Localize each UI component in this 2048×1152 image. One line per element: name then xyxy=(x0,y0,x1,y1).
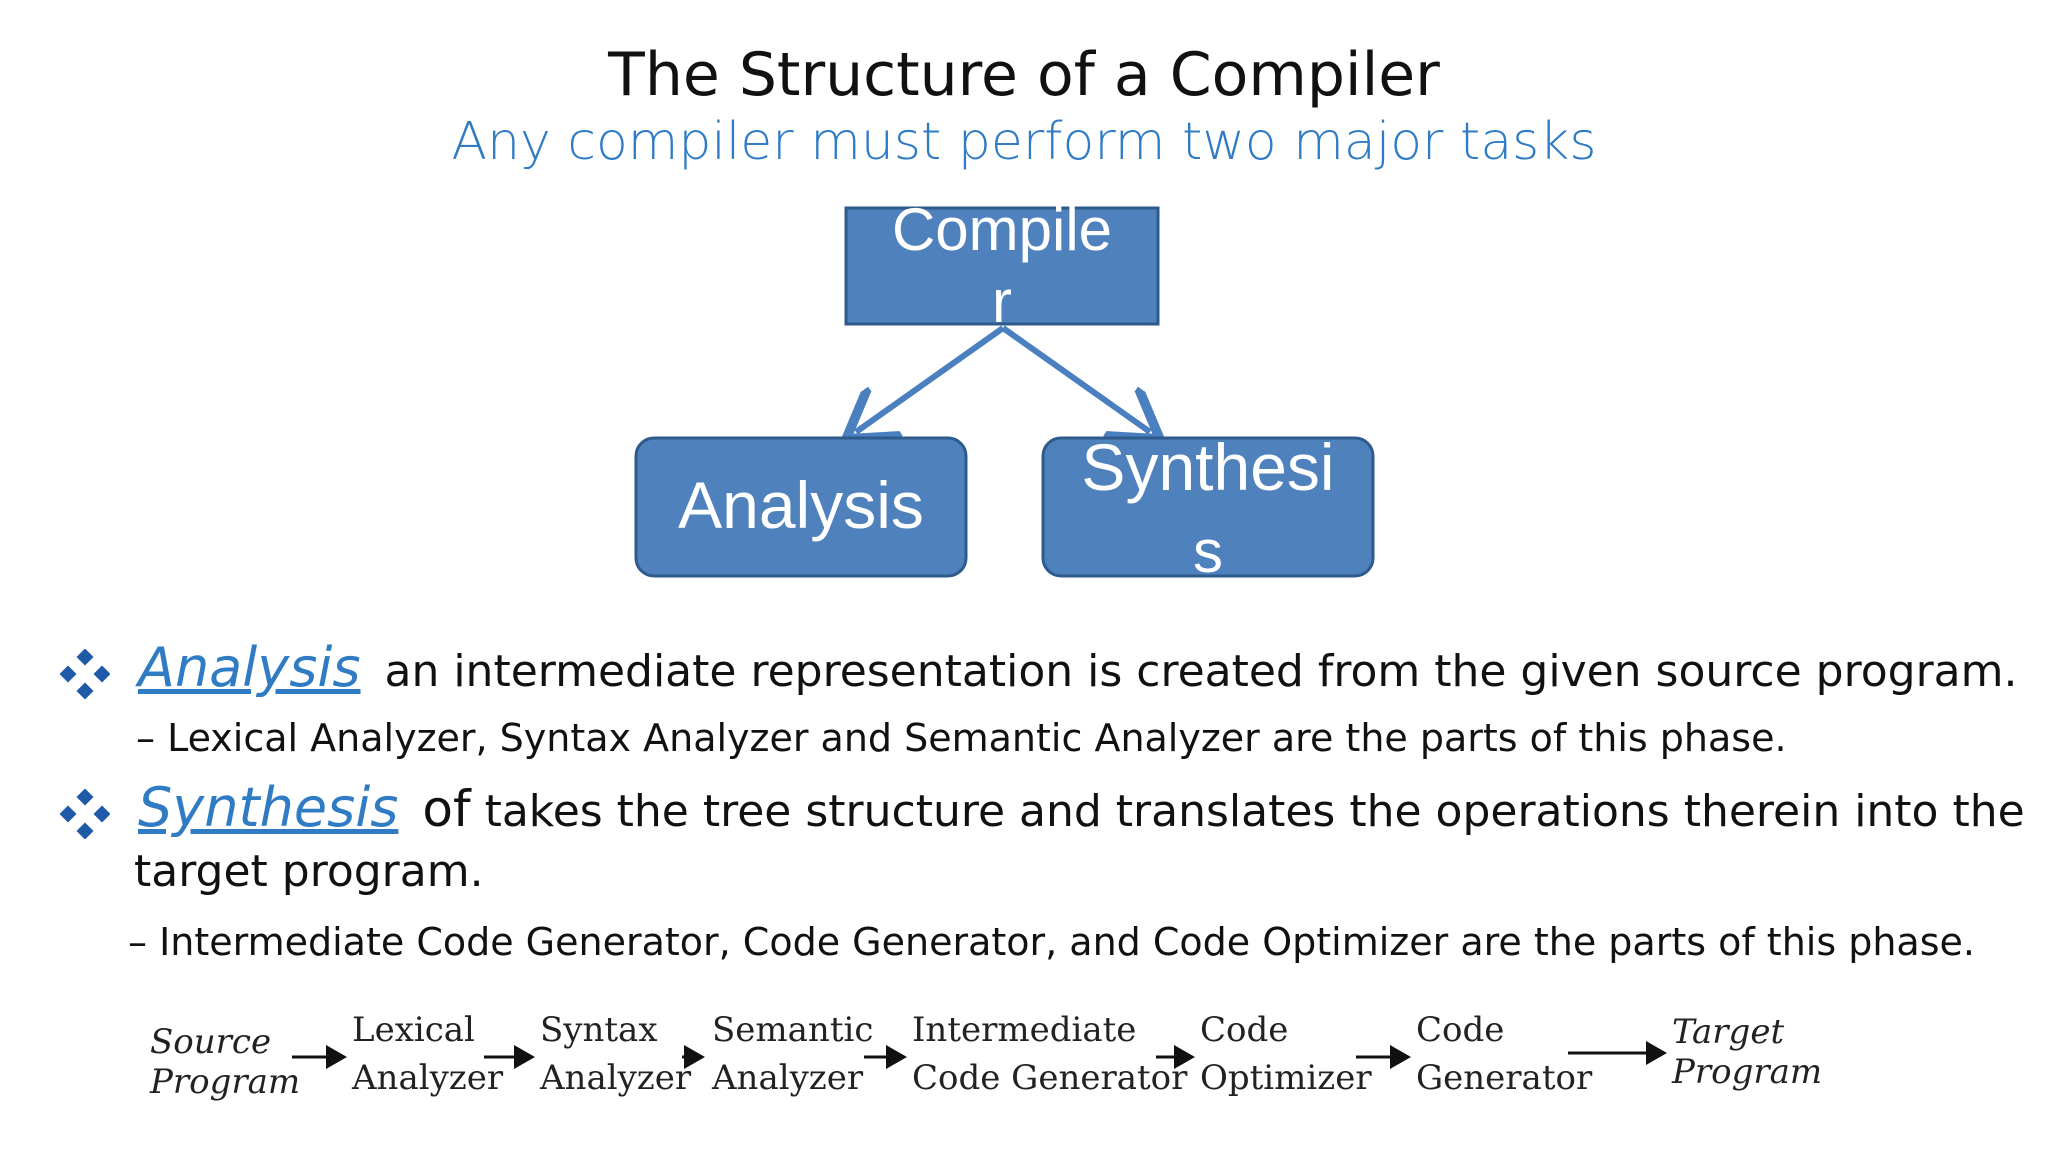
pipeline-stage-optimizer-2: Optimizer xyxy=(1200,1058,1372,1098)
synthesis-node-label-2: s xyxy=(1193,518,1223,585)
diamond-bullet-icon xyxy=(60,789,110,839)
analysis-description: an intermediate representation is create… xyxy=(384,646,2018,697)
pipeline-target-1: Target xyxy=(1672,1012,1784,1052)
synthesis-of: of xyxy=(422,780,471,838)
pipeline-stage-semantic-1: Semantic xyxy=(712,1010,873,1050)
compiler-node-label-1: Compile xyxy=(892,196,1112,263)
synthesis-description: takes the tree structure and translates … xyxy=(484,786,2025,837)
analysis-term: Analysis xyxy=(138,636,361,699)
synthesis-term: Synthesis xyxy=(138,776,399,839)
pipeline-stage-intermediate-1: Intermediate xyxy=(912,1010,1136,1050)
bullet-analysis: Analysis an intermediate representation i… xyxy=(60,636,2017,699)
pipeline-stage-semantic-2: Analyzer xyxy=(711,1058,864,1098)
synthesis-node-label-1: Synthesi xyxy=(1081,430,1334,504)
pipeline-stage-optimizer-1: Code xyxy=(1200,1010,1288,1050)
pipeline-source-1: Source xyxy=(150,1022,271,1062)
arrow-to-analysis xyxy=(856,325,1005,432)
analysis-node-label: Analysis xyxy=(678,468,924,542)
compiler-tree-diagram: Compile r Analysis Synthesi s xyxy=(634,196,1375,585)
compiler-node xyxy=(844,206,1160,326)
compiler-phase-pipeline: Source Program Lexical Analyzer Syntax A… xyxy=(149,1010,1822,1102)
pipeline-stage-intermediate-2: Code Generator xyxy=(912,1058,1188,1098)
synthesis-description-cont: target program. xyxy=(134,846,484,897)
analysis-node xyxy=(634,436,968,578)
pipeline-stage-lexical-1: Lexical xyxy=(352,1010,475,1050)
synthesis-node xyxy=(1041,436,1375,578)
analysis-sub-point: – Lexical Analyzer, Syntax Analyzer and … xyxy=(136,716,1787,760)
arrow-to-synthesis xyxy=(1001,325,1150,432)
compiler-node-label-2: r xyxy=(992,268,1012,335)
pipeline-stage-generator-1: Code xyxy=(1416,1010,1504,1050)
slide-title: The Structure of a Compiler xyxy=(608,40,1440,110)
slide-subtitle: Any compiler must perform two major task… xyxy=(451,112,1597,172)
pipeline-source-2: Program xyxy=(149,1062,300,1102)
bullet-synthesis: Synthesis of takes the tree structure and … xyxy=(60,776,2025,839)
pipeline-stage-syntax-1: Syntax xyxy=(540,1010,658,1050)
pipeline-stage-generator-2: Generator xyxy=(1416,1058,1593,1098)
pipeline-target-2: Program xyxy=(1671,1052,1822,1092)
pipeline-stage-lexical-2: Analyzer xyxy=(351,1058,504,1098)
pipeline-stage-syntax-2: Analyzer xyxy=(539,1058,692,1098)
diamond-bullet-icon xyxy=(60,649,110,699)
synthesis-sub-point: – Intermediate Code Generator, Code Gene… xyxy=(128,920,1975,964)
